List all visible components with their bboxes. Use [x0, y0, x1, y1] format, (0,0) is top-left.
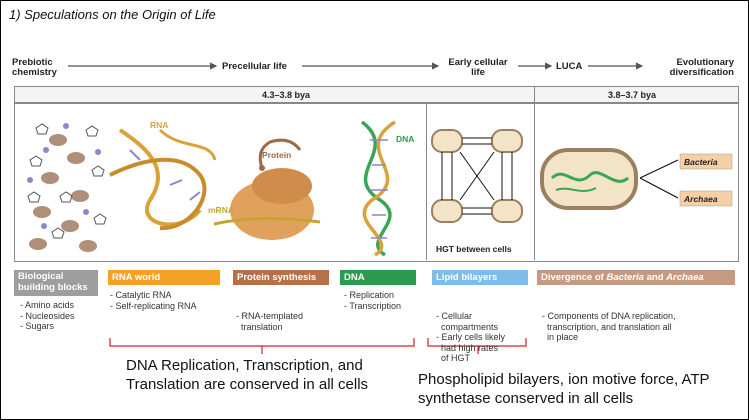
caption-right: Phospholipid bilayers, ion motive force,…	[418, 371, 710, 407]
header-divergence: Divergence of Bacteria and Archaea	[537, 270, 735, 285]
protein-synthesis-graphic	[213, 138, 321, 240]
items-building-blocks: - Amino acids- Nucleosides- Sugars	[20, 300, 75, 331]
luca-graphic	[540, 148, 733, 210]
items-rna-world: - Catalytic RNA- Self-replicating RNA	[110, 290, 197, 311]
panels-box	[14, 102, 739, 262]
divider-luca	[534, 86, 535, 260]
building-blocks-graphic	[27, 123, 107, 252]
time-range-left: 4.3–3.8 bya	[262, 90, 311, 100]
items-divergence: - Components of DNA replication, transcr…	[542, 311, 676, 342]
bacteria-label: Bacteria	[684, 157, 718, 167]
header-dna: DNA	[340, 270, 416, 285]
divergence-prefix: Divergence of	[541, 272, 607, 283]
hgt-label: HGT between cells	[436, 244, 512, 254]
dna-label: DNA	[396, 134, 415, 144]
mrna-label: mRNA	[208, 205, 234, 215]
dna-graphic	[360, 120, 396, 257]
stage-precellular: Precellular life	[222, 61, 287, 72]
divider-early	[426, 102, 427, 260]
stage-luca: LUCA	[556, 61, 583, 72]
rna-label: RNA	[150, 120, 169, 130]
items-dna: - Replication- Transcription	[344, 290, 402, 311]
archaea-label: Archaea	[684, 194, 718, 204]
stage-prebiotic: Prebiotic chemistry	[12, 57, 57, 78]
red-brackets	[109, 338, 527, 354]
header-rna-world: RNA world	[108, 270, 220, 285]
items-protein-synthesis: - RNA-templated translation	[236, 311, 304, 332]
stage-early-cellular: Early cellular life	[448, 57, 508, 78]
divergence-and: and	[643, 272, 667, 283]
time-bar	[14, 86, 739, 104]
protein-label: Protein	[262, 150, 292, 160]
stage-evolutionary: Evolutionary diversification	[669, 57, 734, 78]
hgt-graphic	[431, 129, 523, 223]
caption-left: DNA Replication, Transcription, and Tran…	[126, 357, 369, 393]
header-building-blocks: Biological building blocks	[14, 270, 98, 296]
time-range-right: 3.8–3.7 bya	[608, 90, 657, 100]
header-protein-synthesis: Protein synthesis	[233, 270, 329, 285]
divergence-archaea: Archaea	[666, 272, 704, 283]
header-lipid-bilayers: Lipid bilayers	[432, 270, 528, 285]
items-lipid-bilayers: - Cellular compartments- Early cells lik…	[436, 311, 506, 363]
slide-title: 1) Speculations on the Origin of Life	[9, 7, 216, 22]
divergence-bacteria: Bacteria	[606, 272, 644, 283]
rna-graphic	[109, 128, 217, 231]
